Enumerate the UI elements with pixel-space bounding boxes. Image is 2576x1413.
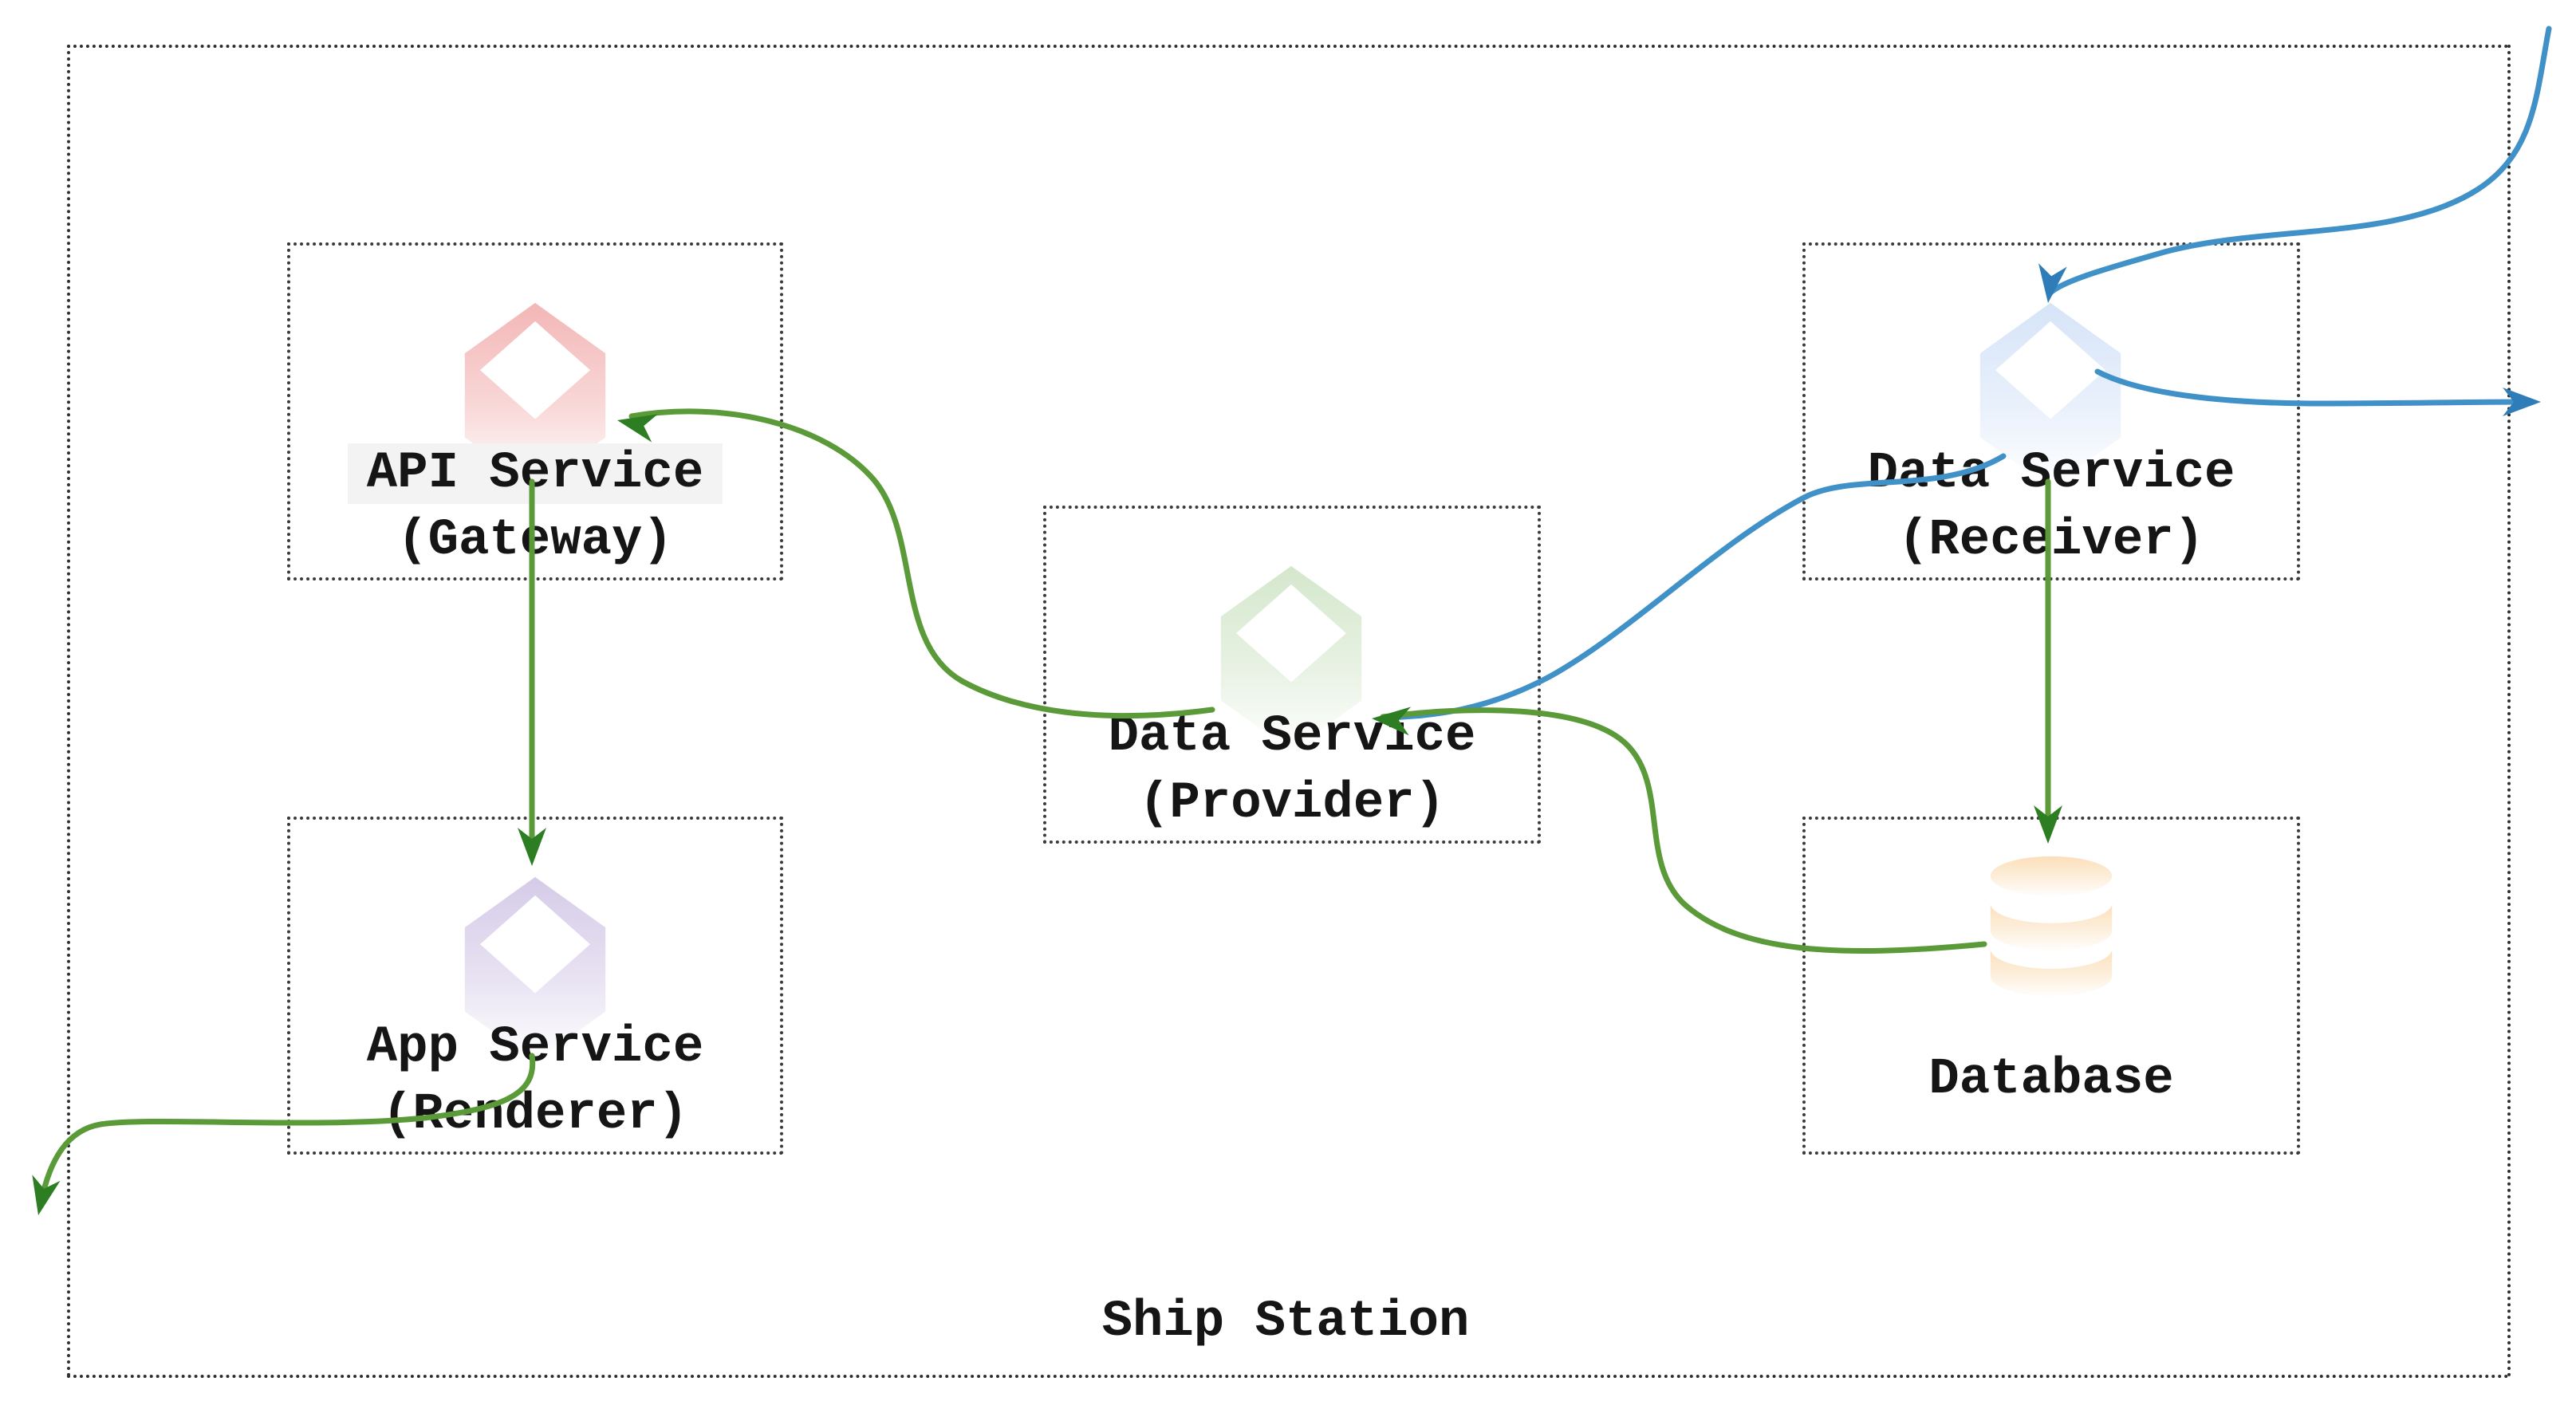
cube-icon <box>464 876 606 1062</box>
node-label-line1: Data Service <box>1108 708 1476 766</box>
node-app-service-renderer: App Service (Renderer) <box>287 817 783 1155</box>
container-label-ship-station: Ship Station <box>1101 1293 1470 1351</box>
cube-icon <box>464 302 606 488</box>
database-icon <box>1990 856 2113 997</box>
node-label-line1: Database <box>1928 1051 2174 1108</box>
node-label-line1: Data Service <box>1867 445 2235 502</box>
node-label-line1: API Service <box>290 443 780 504</box>
node-label-line2: (Renderer) <box>381 1086 689 1143</box>
cube-icon <box>1220 565 1362 751</box>
node-data-service-provider: Data Service (Provider) <box>1043 506 1541 844</box>
node-data-service-receiver: Data Service (Receiver) <box>1802 242 2300 581</box>
node-label-line2: (Gateway) <box>397 512 673 569</box>
arrowhead-external-bottom-left <box>32 1175 61 1215</box>
node-label-line2: (Receiver) <box>1897 512 2205 569</box>
node-label-line2: (Provider) <box>1138 775 1446 832</box>
ship-station-container <box>67 45 2511 1378</box>
node-label-line1: App Service <box>366 1019 704 1076</box>
cube-icon <box>1979 302 2121 488</box>
node-database: Database <box>1802 817 2300 1155</box>
node-api-service-gateway: API Service (Gateway) <box>287 242 783 581</box>
